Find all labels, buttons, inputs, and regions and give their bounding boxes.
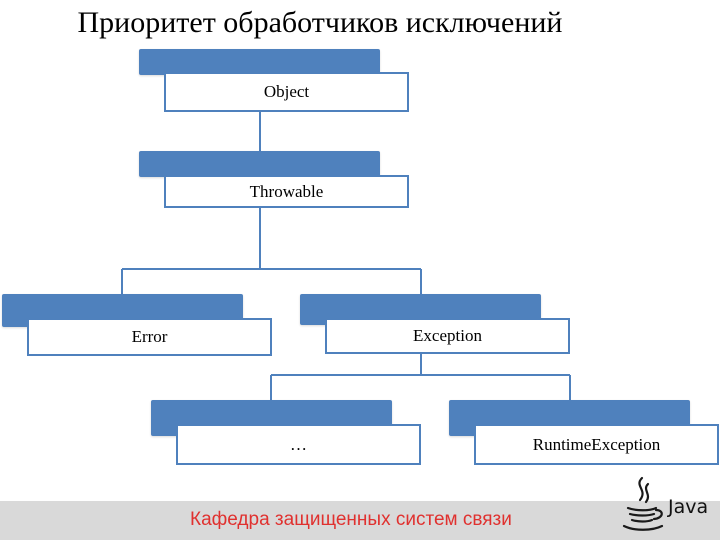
node-exception: Exception [300, 294, 572, 355]
node-ellipsis-label: … [176, 424, 421, 465]
footer-text: Кафедра защищенных систем связи [190, 509, 512, 530]
node-runtime-exception-label: RuntimeException [474, 424, 719, 465]
node-object-bar [139, 49, 380, 75]
node-throwable-label: Throwable [164, 175, 409, 208]
node-runtime-exception: RuntimeException [449, 400, 720, 466]
node-exception-label: Exception [325, 318, 570, 354]
java-cup-icon [622, 476, 664, 531]
node-object-label: Object [164, 72, 409, 112]
node-object: Object [139, 49, 411, 113]
node-error: Error [2, 294, 274, 357]
slide-title: Приоритет обработчиков исключений [77, 6, 563, 39]
footer-bar: Кафедра защищенных систем связи [0, 501, 720, 540]
java-logo-text: Java [668, 496, 709, 518]
node-error-label: Error [27, 318, 272, 356]
node-throwable-bar [139, 151, 380, 177]
node-throwable: Throwable [139, 151, 411, 209]
java-logo: Java [620, 474, 712, 534]
node-ellipsis: … [151, 400, 423, 466]
